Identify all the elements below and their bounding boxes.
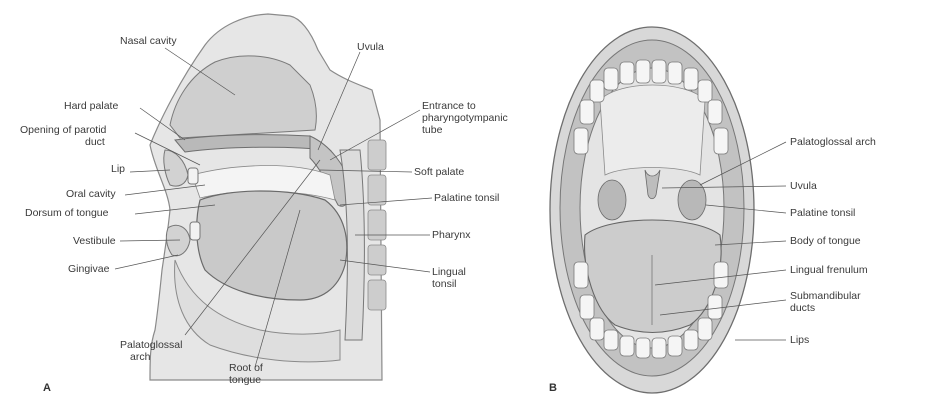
upper-incisor <box>188 168 198 184</box>
label-lingual-frenulum: Lingual frenulum <box>790 264 868 276</box>
label-hard-palate: Hard palate <box>64 100 118 112</box>
label-dorsum-of-tongue: Dorsum of tongue <box>25 207 108 219</box>
label-root-line1: Root of <box>229 362 263 374</box>
label-lip: Lip <box>111 163 125 175</box>
label-lips: Lips <box>790 334 809 346</box>
label-entrance-line1: Entrance to <box>422 100 476 112</box>
label-palatoglossal-line1: Palatoglossal <box>120 339 182 351</box>
label-gingivae: Gingivae <box>68 263 109 275</box>
label-entrance-line3: tube <box>422 124 442 136</box>
label-root-line2: tongue <box>229 374 261 386</box>
label-palatoglossal-arch-b: Palatoglossal arch <box>790 136 876 148</box>
label-soft-palate: Soft palate <box>414 166 464 178</box>
label-oral-cavity: Oral cavity <box>66 188 116 200</box>
label-submandibular-line2: ducts <box>790 302 815 314</box>
label-body-of-tongue: Body of tongue <box>790 235 861 247</box>
label-entrance-line2: pharyngotympanic <box>422 112 508 124</box>
label-vestibule: Vestibule <box>73 235 116 247</box>
label-uvula-a: Uvula <box>357 41 384 53</box>
panel-letter-a: A <box>43 382 51 394</box>
label-opening-line2: duct <box>85 136 105 148</box>
panel-letter-b: B <box>549 382 557 394</box>
label-lingual-line1: Lingual <box>432 266 466 278</box>
label-nasal-cavity: Nasal cavity <box>120 35 177 47</box>
label-palatine-tonsil-b: Palatine tonsil <box>790 207 855 219</box>
label-opening-line1: Opening of parotid <box>20 124 106 136</box>
label-lingual-line2: tonsil <box>432 278 457 290</box>
label-pharynx: Pharynx <box>432 229 471 241</box>
label-palatine-tonsil-a: Palatine tonsil <box>434 192 499 204</box>
vertebrae <box>368 140 386 310</box>
label-submandibular-line1: Submandibular <box>790 290 861 302</box>
label-palatoglossal-line2: arch <box>130 351 150 363</box>
label-uvula-b: Uvula <box>790 180 817 192</box>
lower-incisor <box>190 222 200 240</box>
